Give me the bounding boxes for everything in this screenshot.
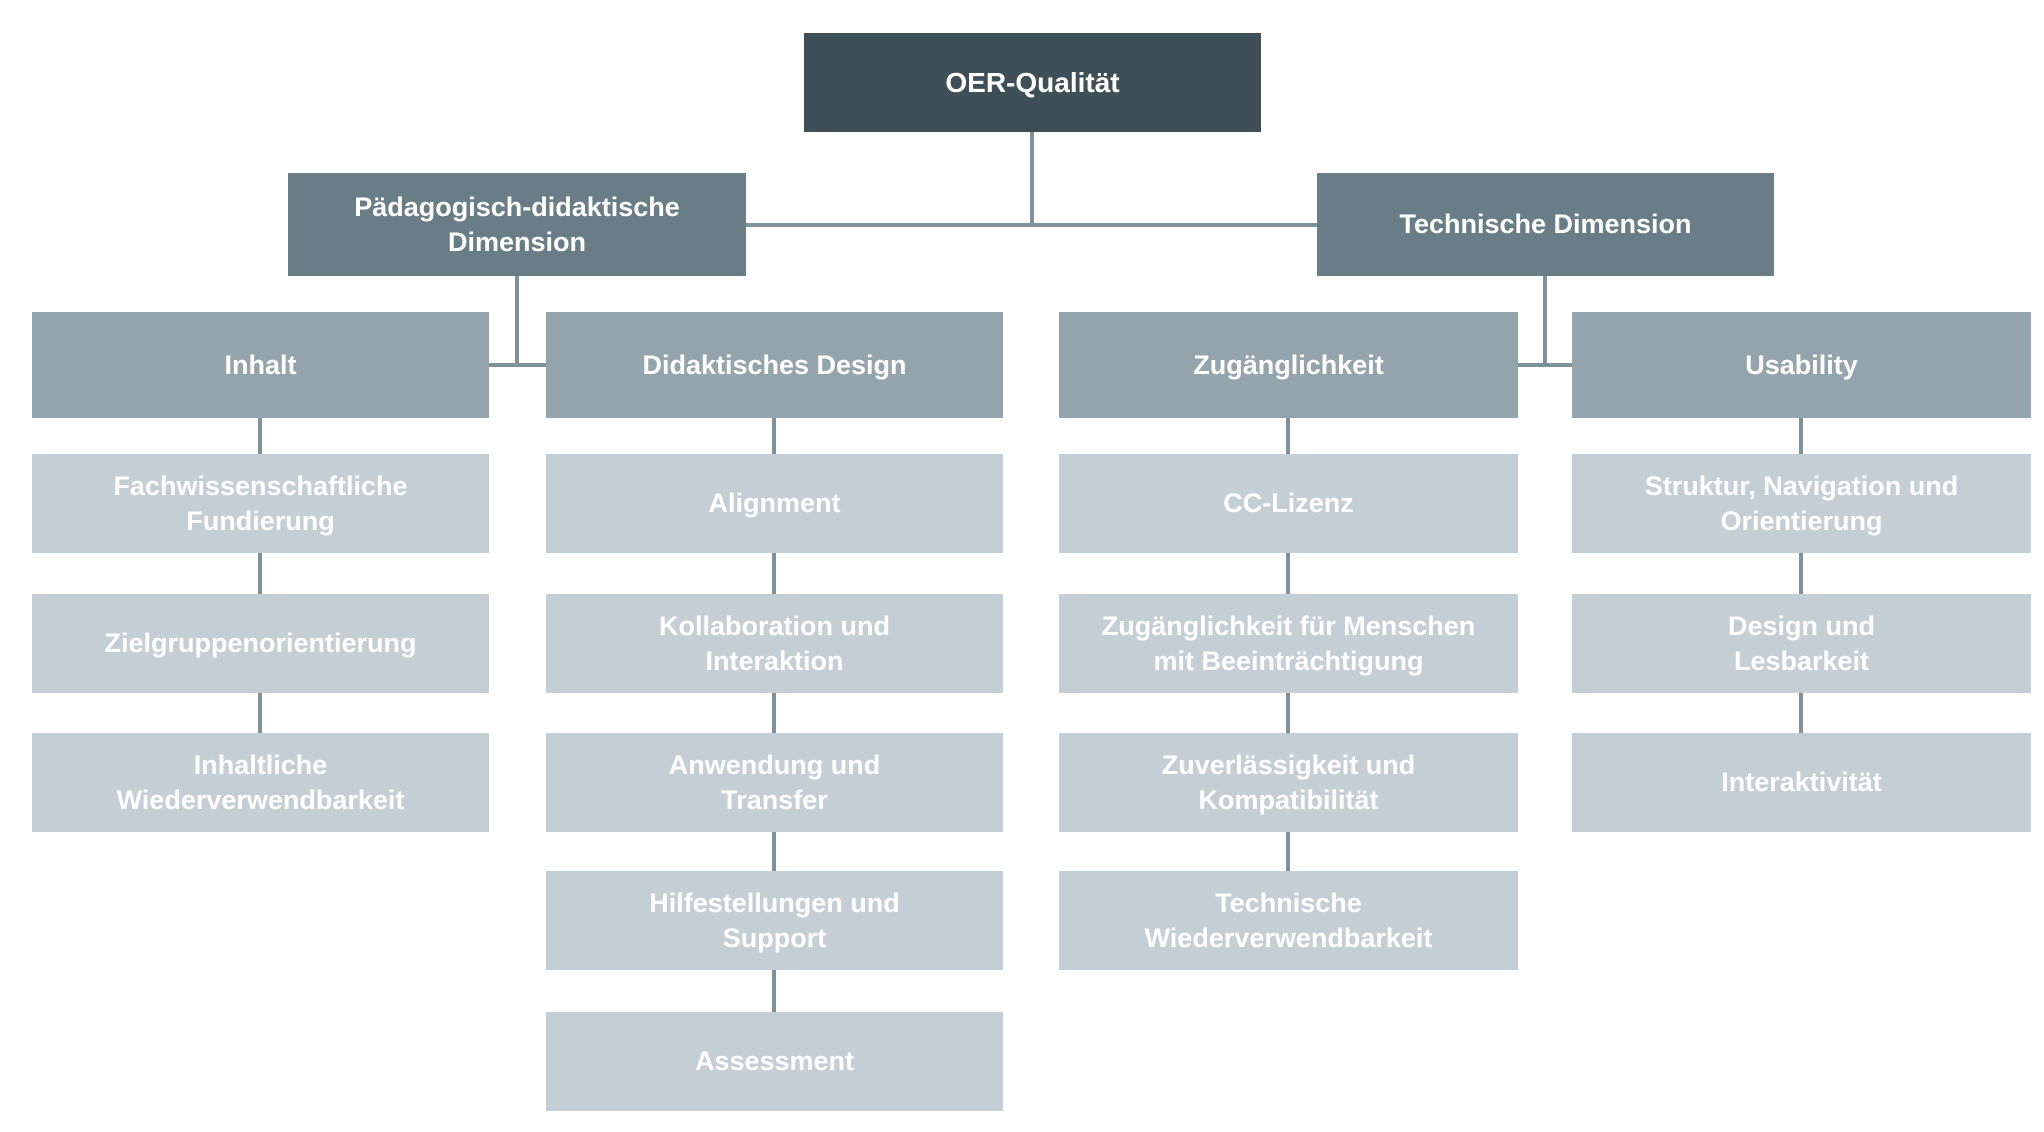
item-node-zuverlaessigkeit-und-kompatibilitaet: Zuverlässigkeit und Kompatibilität	[1059, 733, 1518, 832]
dimension-node-technisch: Technische Dimension	[1317, 173, 1774, 276]
connector-dim1-stub	[515, 276, 519, 367]
connector-col1	[258, 418, 262, 454]
item-node-kollaboration-und-interaktion: Kollaboration und Interaktion	[546, 594, 1003, 693]
item-node-alignment: Alignment	[546, 454, 1003, 553]
dimension-node-paedagogisch-didaktisch: Pädagogisch-didaktische Dimension	[288, 173, 746, 276]
item-node-cc-lizenz: CC-Lizenz	[1059, 454, 1518, 553]
item-node-fachwissenschaftliche-fundierung: Fachwissenschaftliche Fundierung	[32, 454, 489, 553]
connector-col4	[1799, 553, 1803, 594]
connector-col4	[1799, 693, 1803, 733]
item-node-struktur-navigation-orientierung: Struktur, Navigation und Orientierung	[1572, 454, 2031, 553]
item-node-zugaenglichkeit-beeintraechtigung: Zugänglichkeit für Menschen mit Beeinträ…	[1059, 594, 1518, 693]
connector-dim2-stub	[1543, 276, 1547, 367]
connector-dim1-horizontal	[489, 363, 546, 367]
item-node-technische-wiederverwendbarkeit: Technische Wiederverwendbarkeit	[1059, 871, 1518, 970]
category-node-usability: Usability	[1572, 312, 2031, 418]
category-node-zugaenglichkeit: Zugänglichkeit	[1059, 312, 1518, 418]
category-node-inhalt: Inhalt	[32, 312, 489, 418]
connector-col1	[258, 693, 262, 733]
item-node-interaktivitaet: Interaktivität	[1572, 733, 2031, 832]
connector-col3	[1286, 553, 1290, 594]
item-node-anwendung-und-transfer: Anwendung und Transfer	[546, 733, 1003, 832]
connector-col3	[1286, 418, 1290, 454]
root-node-oer-qualitaet: OER-Qualität	[804, 33, 1261, 132]
connector-dimensions-horizontal	[746, 223, 1317, 227]
connector-col2	[772, 418, 776, 454]
connector-col2	[772, 970, 776, 1012]
category-node-didaktisches-design: Didaktisches Design	[546, 312, 1003, 418]
connector-col1	[258, 553, 262, 594]
connector-col2	[772, 832, 776, 871]
item-node-hilfestellungen-und-support: Hilfestellungen und Support	[546, 871, 1003, 970]
connector-col2	[772, 553, 776, 594]
connector-col3	[1286, 693, 1290, 733]
item-node-inhaltliche-wiederverwendbarkeit: Inhaltliche Wiederverwendbarkeit	[32, 733, 489, 832]
connector-dim2-horizontal	[1518, 363, 1572, 367]
item-node-assessment: Assessment	[546, 1012, 1003, 1111]
connector-col3	[1286, 832, 1290, 871]
item-node-design-und-lesbarkeit: Design und Lesbarkeit	[1572, 594, 2031, 693]
item-node-zielgruppenorientierung: Zielgruppenorientierung	[32, 594, 489, 693]
connector-col2	[772, 693, 776, 733]
connector-root-stub	[1030, 132, 1034, 226]
connector-col4	[1799, 418, 1803, 454]
